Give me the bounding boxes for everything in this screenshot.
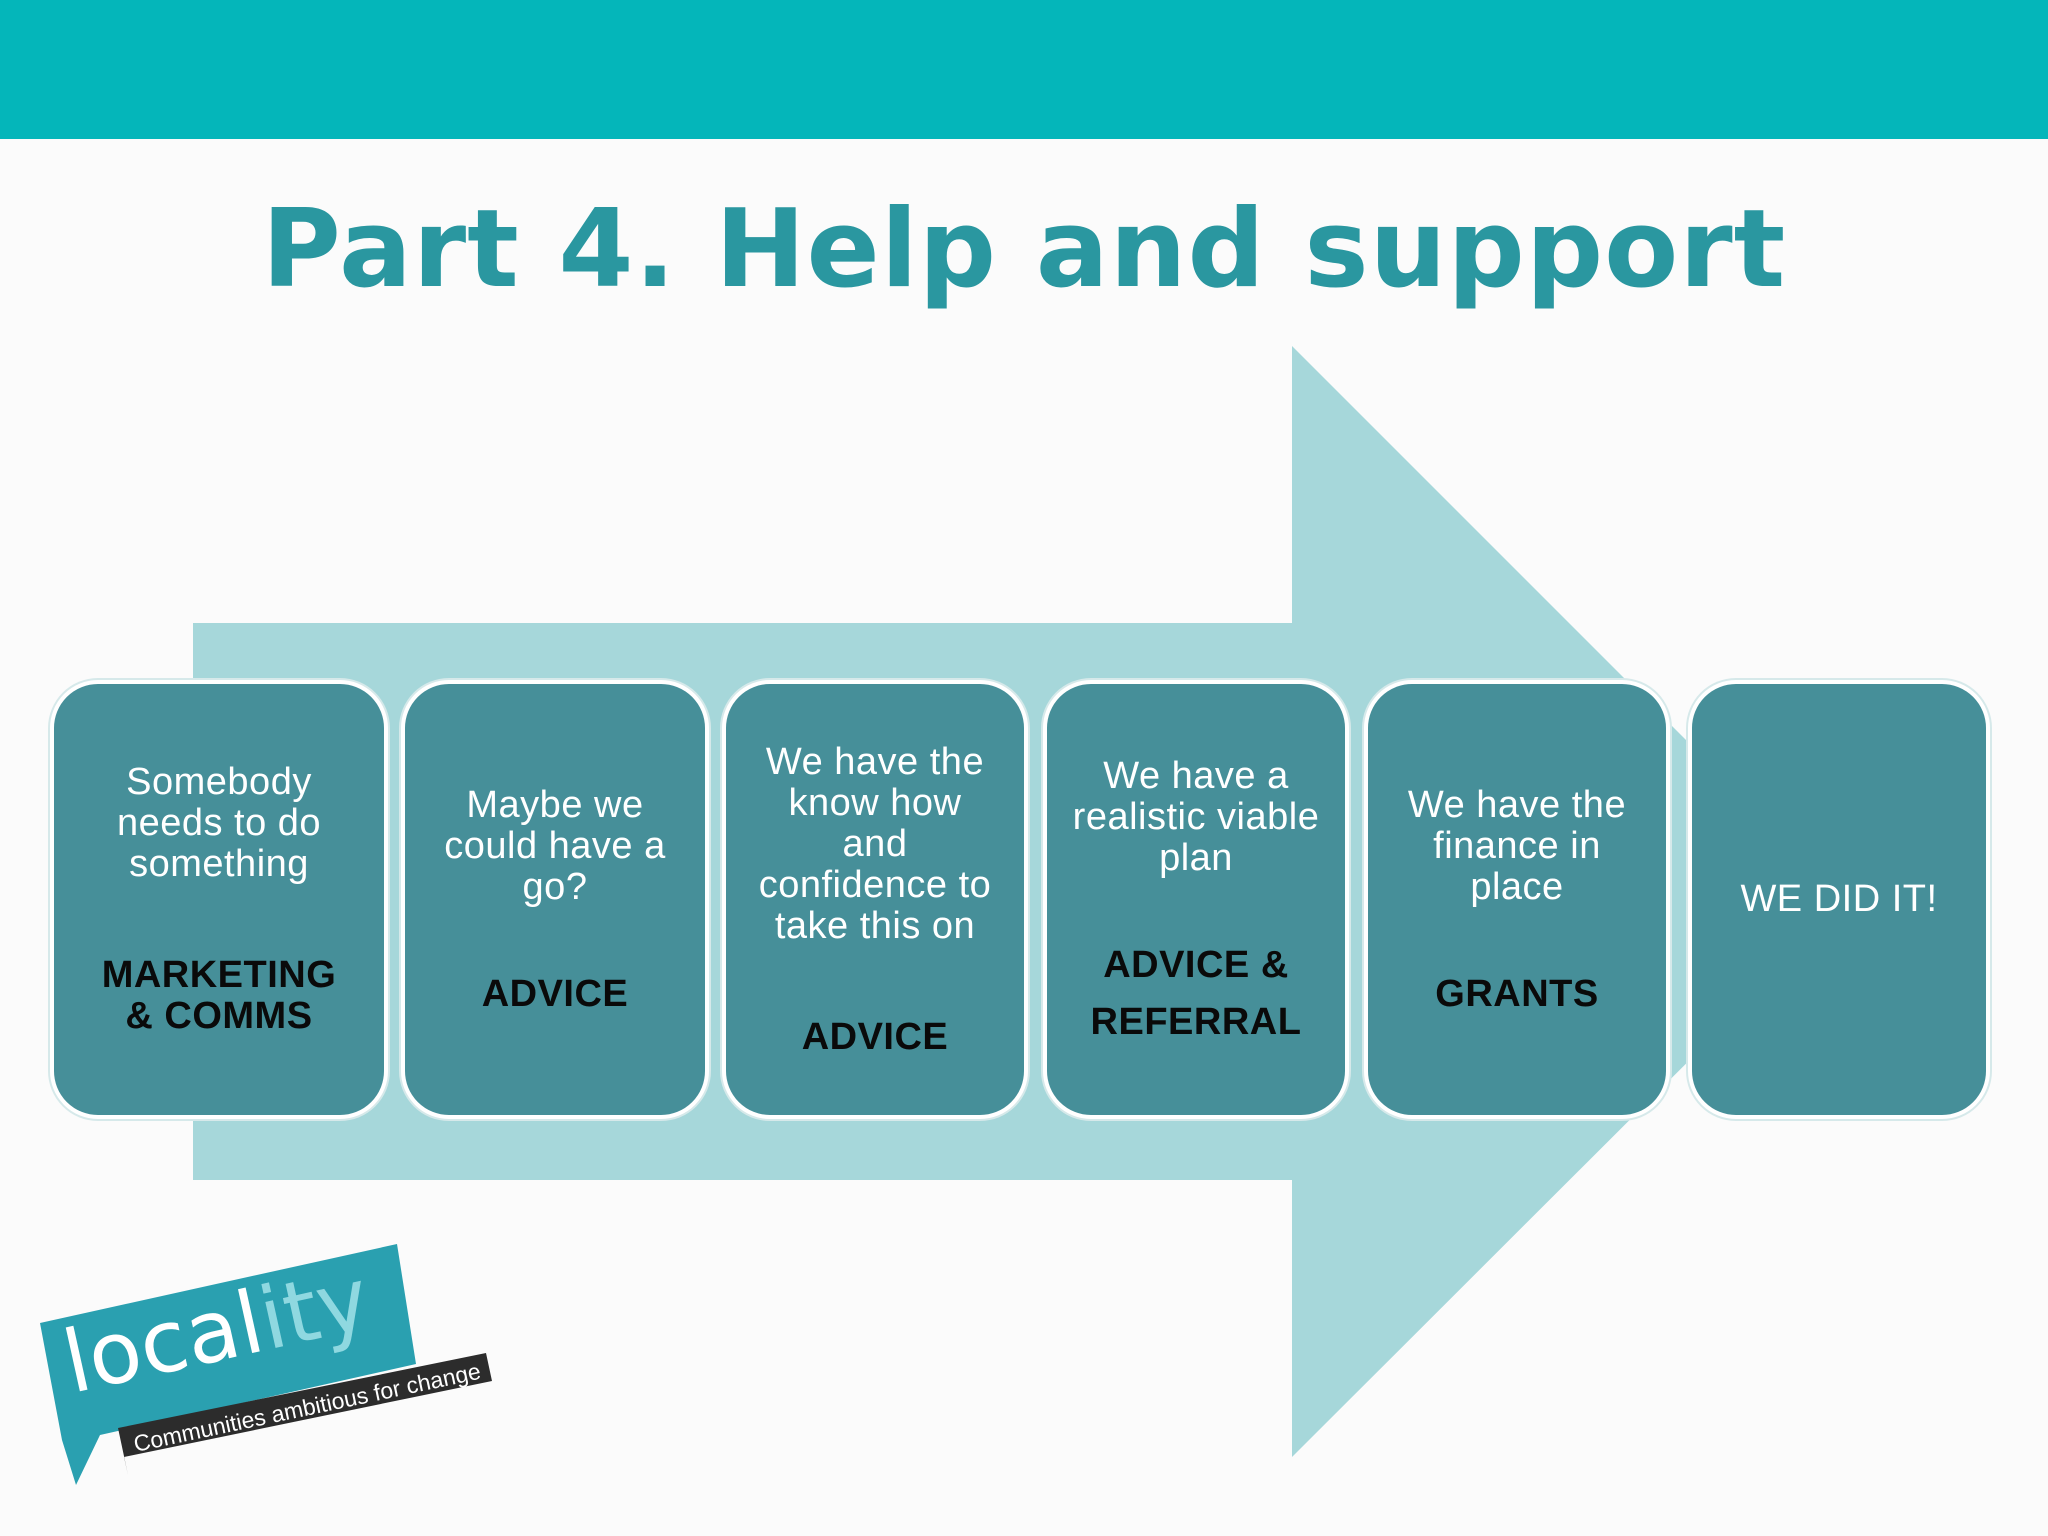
stage-text-line: Somebody xyxy=(126,761,312,803)
stage-text-line: finance in xyxy=(1433,824,1601,867)
stage-label-line: REFERRAL xyxy=(1090,1001,1302,1043)
stage-box-2: Maybe we could have a go? ADVICE xyxy=(401,680,709,1119)
stage-text-line: know how xyxy=(788,781,962,824)
stage-label-line: GRANTS xyxy=(1435,972,1599,1015)
slide-title: Part 4. Help and support xyxy=(261,187,1787,312)
stage-text-line: realistic viable xyxy=(1072,796,1320,838)
stage-label-line: ADVICE xyxy=(801,1015,949,1058)
stage-description: We have the know how and confidence to t… xyxy=(758,740,992,947)
stage-text-line: place xyxy=(1470,865,1564,908)
stage-text-line: take this on xyxy=(774,904,976,947)
logo-tagline-banner xyxy=(118,1353,492,1475)
stage-description: We have a realistic viable plan xyxy=(1073,756,1320,879)
stage-box-6: WE DID IT! xyxy=(1688,680,1990,1119)
stage-text-line: We have the xyxy=(765,740,985,783)
stage-text-line: could have a xyxy=(444,824,666,867)
stage-text-line: go? xyxy=(522,865,588,908)
stage-box-1: Somebody needs to do something MARKETING… xyxy=(50,680,388,1119)
stage-support-label: GRANTS xyxy=(1435,972,1599,1015)
stage-text-line: confidence to xyxy=(758,863,992,906)
stage-text-line: Maybe we xyxy=(466,783,644,826)
stage-text-line: and xyxy=(842,822,908,865)
stage-text-line: something xyxy=(129,843,309,885)
stage-text-line: needs to do xyxy=(116,802,322,844)
locality-logo: locality Communities ambitious for chang… xyxy=(40,1244,492,1485)
stage-text-line: WE DID IT! xyxy=(1740,878,1938,920)
stage-text-line: plan xyxy=(1159,837,1233,879)
stage-label-line: ADVICE & xyxy=(1103,944,1289,986)
stage-support-label: ADVICE xyxy=(481,972,629,1015)
stage-support-label: ADVICE xyxy=(801,1015,949,1058)
stage-label-line: ADVICE xyxy=(481,972,629,1015)
stage-box-4: We have a realistic viable plan ADVICE &… xyxy=(1043,680,1349,1119)
stage-label-line: MARKETING xyxy=(101,954,337,996)
stage-description: Somebody needs to do something xyxy=(117,762,321,885)
stage-description: WE DID IT! xyxy=(1740,879,1937,920)
stage-box-5: We have the finance in place GRANTS xyxy=(1364,680,1670,1119)
stage-description: Maybe we could have a go? xyxy=(444,783,666,908)
stage-description: We have the finance in place xyxy=(1407,783,1627,908)
stage-support-label: MARKETING & COMMS xyxy=(102,955,337,1037)
stage-box-3: We have the know how and confidence to t… xyxy=(722,680,1028,1119)
top-banner xyxy=(0,0,2048,139)
stage-text-line: We have a xyxy=(1103,755,1289,797)
stage-support-label: ADVICE & REFERRAL xyxy=(1091,945,1302,1043)
stage-label-line: & COMMS xyxy=(125,995,313,1037)
stage-text-line: We have the xyxy=(1407,783,1627,826)
